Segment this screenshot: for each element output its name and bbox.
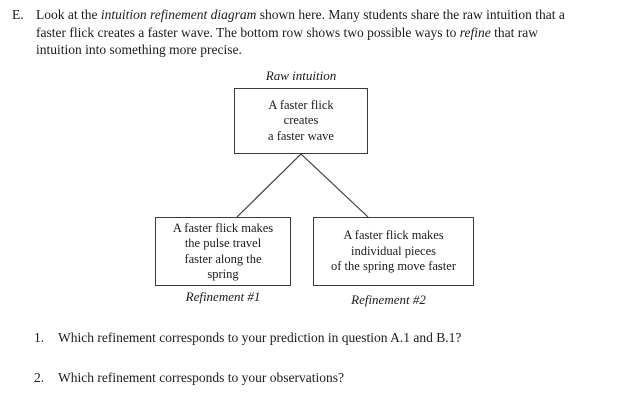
intro-line-2: faster flick creates a faster wave. The …: [36, 24, 622, 42]
intro-line-2-post: that raw: [490, 24, 538, 40]
node-refinement-1-line-1: A faster flick makes: [172, 220, 274, 235]
connector-line-left: [236, 153, 302, 218]
intro-line-1: Look at the intuition refinement diagram…: [36, 6, 622, 24]
refinement-1-caption: Refinement #1: [185, 289, 261, 304]
node-refinement-1-line-4: spring: [207, 267, 239, 281]
node-refinement-1-line-2: the pulse travel: [184, 236, 262, 250]
question-1: 1. Which refinement corresponds to your …: [34, 329, 614, 346]
node-refinement-2-line-2: individual pieces: [350, 243, 437, 258]
raw-intuition-caption: Raw intuition: [265, 68, 337, 83]
question-2-marker: 2.: [34, 370, 45, 385]
connector-line-right: [300, 153, 369, 218]
node-raw-intuition-line-3: a faster wave: [268, 128, 334, 143]
intro-term-italic: intuition refinement diagram: [100, 7, 257, 22]
intro-line-1-pre: Look at the: [36, 7, 101, 22]
refinement-2-caption: Refinement #2: [351, 292, 426, 307]
node-raw-intuition: A faster flick creates a faster wave: [234, 88, 368, 154]
node-refinement-1: A faster flick makes the pulse travel fa…: [155, 217, 291, 286]
question-2-text: Which refinement corresponds to your obs…: [58, 370, 345, 385]
intro-paragraph: E. Look at the intuition refinement diag…: [12, 6, 622, 59]
node-refinement-1-text: A faster flick makes the pulse travel fa…: [169, 221, 277, 283]
intro-line-1-post: shown here. Many students share the raw …: [256, 7, 565, 22]
node-refinement-2-line-1: A faster flick makes: [343, 228, 444, 243]
node-refinement-2: A faster flick makes individual pieces o…: [313, 217, 474, 286]
intro-marker: E.: [12, 7, 24, 22]
question-2: 2. Which refinement corresponds to your …: [34, 369, 614, 386]
node-refinement-2-line-3: of the spring move faster: [331, 259, 456, 274]
node-raw-intuition-text: A faster flick creates a faster wave: [264, 98, 338, 145]
intro-line-3: intuition into something more precise.: [36, 42, 242, 57]
intro-body: Look at the intuition refinement diagram…: [36, 6, 622, 59]
node-raw-intuition-line-2: creates: [283, 113, 319, 128]
node-raw-intuition-line-1: A faster flick: [268, 97, 334, 112]
question-1-marker: 1.: [34, 330, 45, 345]
node-refinement-2-text: A faster flick makes individual pieces o…: [327, 228, 460, 275]
node-refinement-1-line-3: faster along the: [184, 251, 262, 266]
intro-line-2-pre: faster flick creates a faster wave. The …: [36, 24, 460, 40]
question-1-text: Which refinement corresponds to your pre…: [58, 330, 462, 345]
intro-refine-italic: refine: [459, 24, 491, 40]
